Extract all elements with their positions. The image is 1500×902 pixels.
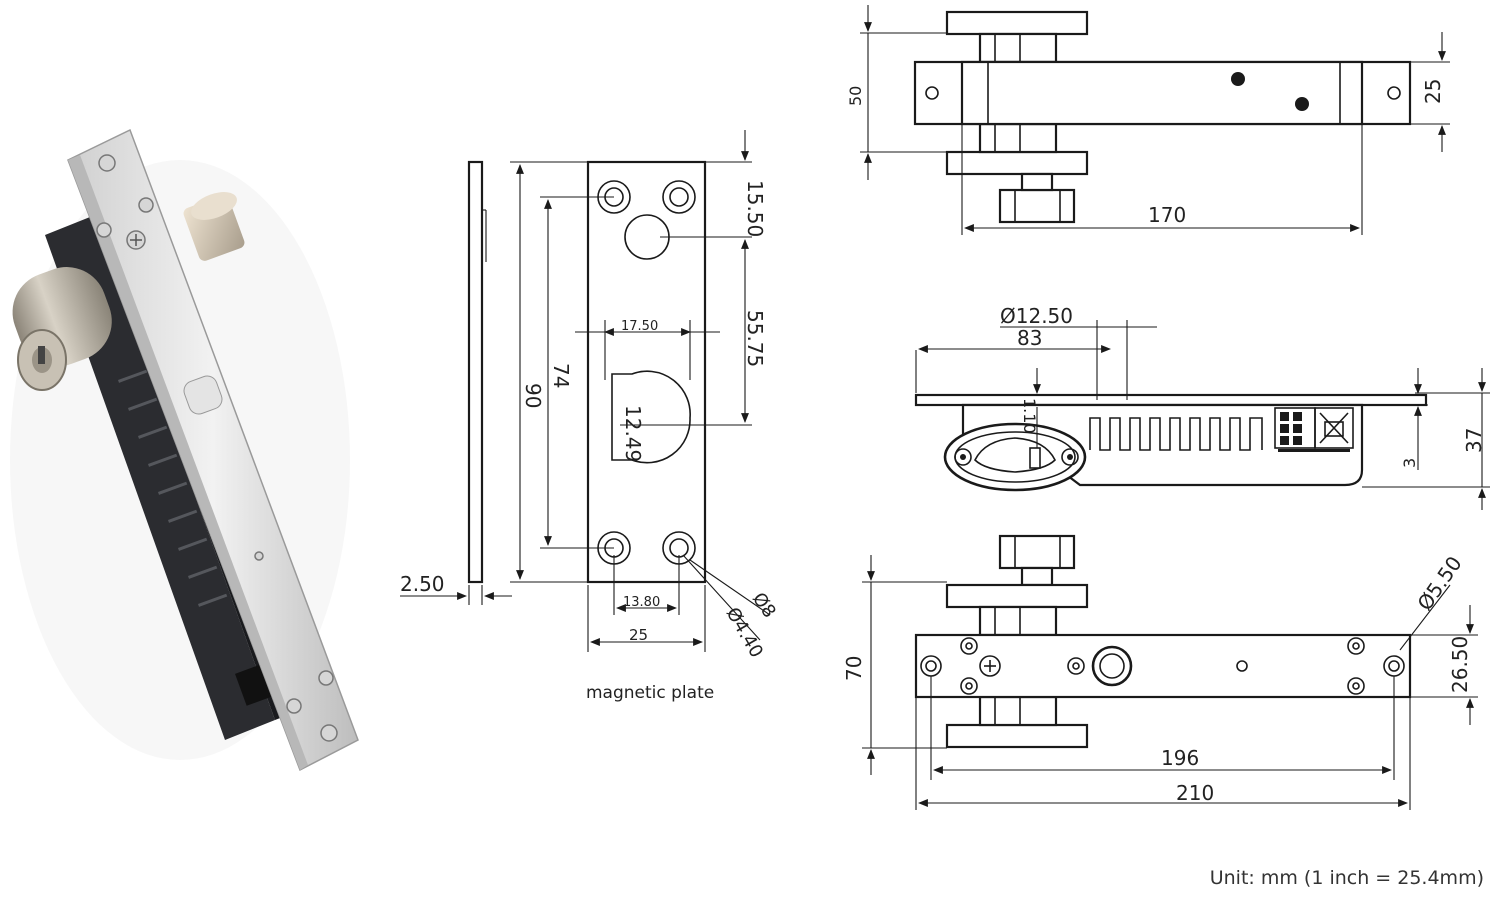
front-plate-holes — [920, 637, 1405, 695]
dim-slot-depth: 12.49 — [621, 405, 645, 462]
dim-slot-height: 55.75 — [743, 310, 767, 367]
front-view-drawing: 70 Ø5.50 26.50 196 210 — [842, 534, 1478, 810]
housing-ribs — [117, 369, 228, 607]
top-view-drawing: 50 170 25 — [846, 5, 1450, 235]
side-view-drawing: Ø12.50 83 1.10 3 37 — [914, 304, 1490, 510]
dim-hole-dia-large: Ø8 — [748, 589, 780, 622]
dim-plate-thk: 3 — [1400, 458, 1419, 468]
dim-height-total: 90 — [521, 383, 545, 408]
plate-dimensions — [400, 130, 771, 652]
dim-hole-spacing-x: 13.80 — [623, 595, 660, 610]
front-plate — [914, 633, 1412, 699]
heat-fins — [1089, 417, 1263, 451]
dim-top-plate-width: 25 — [1421, 79, 1445, 104]
key-cylinder — [12, 267, 112, 391]
lock-photo — [10, 128, 359, 772]
side-plate — [914, 393, 1428, 407]
dim-front-plate-width: 26.50 — [1448, 636, 1472, 693]
dim-top-height: 50 — [846, 86, 865, 106]
plate-dim-labels: 2.50 90 74 15.50 55.75 17.50 12.49 13.80… — [400, 180, 780, 703]
dim-depth: 37 — [1462, 428, 1486, 453]
dim-top-length: 170 — [1148, 203, 1186, 227]
knob-top — [945, 10, 1089, 36]
dim-front-height: 70 — [842, 656, 866, 681]
plate-profile — [467, 160, 484, 584]
side-cylinder — [943, 422, 1087, 492]
dim-front-hole-dia: Ø5.50 — [1412, 552, 1466, 615]
dim-bolt: 1.10 — [1020, 398, 1039, 434]
dim-cyl-dia: Ø12.50 — [1000, 304, 1073, 328]
magnetic-plate-caption: magnetic plate — [586, 683, 714, 703]
dim-slot-width: 17.50 — [621, 319, 658, 334]
magnetic-plate-drawing: 2.50 90 74 15.50 55.75 17.50 12.49 13.80… — [400, 130, 780, 703]
dim-width: 25 — [629, 626, 648, 644]
thumb-knob — [183, 192, 245, 261]
dim-thickness: 2.50 — [400, 572, 445, 596]
dim-hole-spacing: 74 — [549, 363, 573, 388]
plate-screws — [96, 154, 338, 742]
dim-top-offset: 15.50 — [743, 180, 767, 237]
unit-note: Unit: mm (1 inch = 25.4mm) — [1209, 867, 1484, 889]
dim-cyl-offset: 83 — [1017, 326, 1042, 350]
connector-block — [1274, 407, 1354, 452]
dim-total-length: 210 — [1176, 781, 1214, 805]
dim-hole-spacing-196: 196 — [1161, 746, 1199, 770]
